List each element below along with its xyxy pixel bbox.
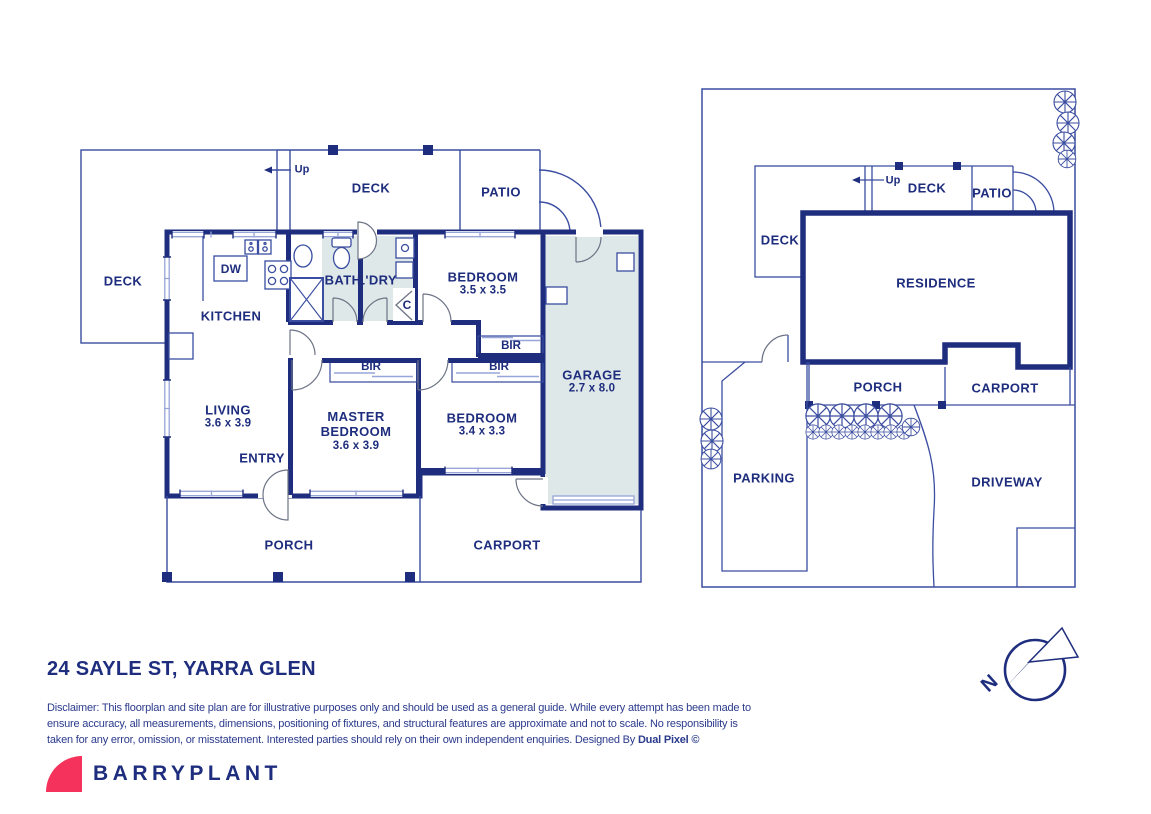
garage-cupboard-2	[545, 286, 568, 305]
up-arrow-icon	[264, 166, 272, 174]
dishwasher	[213, 255, 248, 282]
kitchen-sink-icon	[244, 239, 272, 255]
laundry-trough-icon	[395, 237, 415, 279]
porch-posts	[162, 572, 415, 582]
site-up-arrow-icon	[852, 176, 860, 184]
parking-outline	[721, 361, 808, 572]
site-deck-posts	[852, 162, 961, 184]
laundry-door	[362, 297, 388, 323]
residence-outline	[800, 210, 1073, 370]
garage-cupboard	[616, 252, 635, 272]
floorplan-drawing	[80, 145, 644, 583]
closet-area	[393, 288, 415, 321]
hall-door	[289, 329, 316, 356]
basin-icon	[293, 244, 313, 268]
compass-icon	[1003, 626, 1080, 702]
built-in-robes	[329, 335, 544, 383]
garden-bushes	[805, 403, 921, 440]
disclaimer-text: Disclaimer: This floorplan and site plan…	[47, 700, 759, 748]
shower-icon	[289, 277, 324, 322]
site-porch-posts	[805, 401, 946, 409]
site-porch-carport	[808, 362, 1075, 406]
driveway-curve	[913, 404, 936, 588]
site-fence-gate	[702, 334, 789, 363]
room-shading	[322, 236, 638, 504]
garage-roller-door	[552, 495, 635, 505]
siteplan-drawing	[699, 88, 1080, 588]
closet-door	[395, 290, 413, 321]
garage-side-door	[515, 478, 544, 507]
bedroom2-door	[417, 359, 449, 391]
page-title: 24 SAYLE ST, YARRA GLEN	[47, 658, 316, 680]
living-nook	[168, 332, 194, 360]
barryplant-logo-icon	[46, 756, 82, 792]
master-door	[291, 359, 323, 391]
bath-door	[332, 297, 358, 323]
crossover-pad	[1016, 527, 1075, 587]
garage-rear-door	[575, 236, 602, 263]
entry-door	[262, 469, 289, 521]
laundry-deck-door	[357, 221, 378, 260]
windows	[163, 230, 516, 498]
doors	[262, 221, 602, 521]
fixtures	[168, 236, 635, 505]
disclaimer-body: Disclaimer: This floorplan and site plan…	[47, 702, 751, 746]
site-boundary	[701, 88, 1076, 588]
brand-logo: BARRYPLANT	[46, 756, 282, 792]
toilet-icon	[331, 237, 352, 270]
stove-icon	[264, 260, 292, 290]
designer-credit: Dual Pixel ©	[637, 734, 700, 746]
brand-name: BARRYPLANT	[93, 762, 282, 785]
bedroom1-door	[422, 293, 452, 323]
deck-posts	[264, 145, 433, 174]
porch-carport-outline	[166, 496, 642, 583]
